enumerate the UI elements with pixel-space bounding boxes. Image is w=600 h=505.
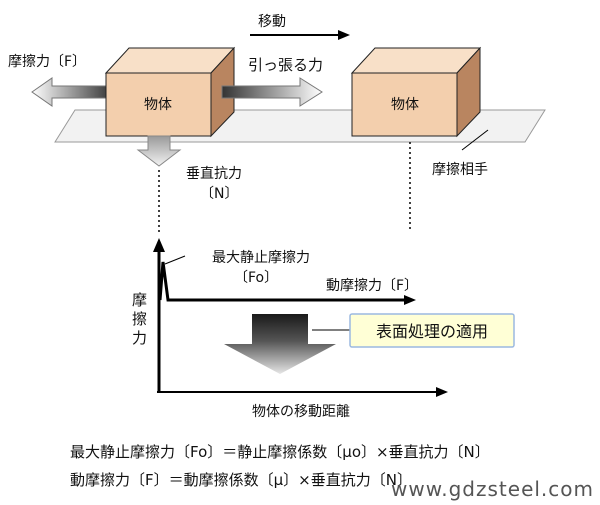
pulling-force-arrow (221, 77, 323, 107)
surface-treatment-label: 表面処理の適用 (376, 322, 488, 341)
friction-force-arrow (31, 77, 107, 107)
kinetic-friction-label: 動摩擦力〔F〕 (326, 277, 418, 294)
kinetic-friction-formula: 動摩擦力〔F〕＝動摩擦係数〔μ〕×垂直抗力〔N〕 (70, 471, 412, 489)
object-box-left (104, 46, 236, 138)
normal-force-label-line1: 垂直抗力 (186, 165, 242, 182)
max-static-friction-pointer (164, 255, 186, 265)
object-label-left: 物体 (144, 97, 172, 113)
x-axis-label: 物体の移動距離 (252, 403, 350, 420)
max-static-friction-label-line1: 最大静止摩擦力 (212, 249, 310, 266)
surface-treatment-callout (349, 313, 515, 348)
graph-x-axis (157, 387, 448, 397)
graph-y-axis (153, 238, 165, 392)
friction-partner-pointer (461, 129, 489, 151)
object-box-right (350, 46, 482, 138)
normal-force-arrow (136, 135, 182, 167)
move-label: 移動 (258, 14, 286, 30)
max-static-friction-label-line2: 〔Fo〕 (234, 270, 278, 286)
y-axis-label-char-2: 擦 (132, 310, 147, 328)
max-static-friction-formula: 最大静止摩擦力〔Fo〕＝静止摩擦係数〔μo〕×垂直抗力〔N〕 (70, 443, 490, 461)
surface-treatment-arrow (224, 314, 336, 374)
pulling-force-label: 引っ張る力 (248, 56, 323, 74)
move-arrow (250, 30, 350, 40)
friction-partner-label: 摩擦相手 (432, 161, 488, 178)
friction-force-label: 摩擦力〔F〕 (8, 53, 86, 70)
friction-force-curve (158, 261, 416, 305)
y-axis-label-char-1: 摩 (132, 291, 147, 309)
normal-force-label-line2: 〔N〕 (200, 186, 238, 202)
y-axis-label-char-3: 力 (132, 329, 147, 347)
object-label-right: 物体 (391, 97, 419, 113)
watermark: www.gdzsteel.com (391, 477, 594, 501)
